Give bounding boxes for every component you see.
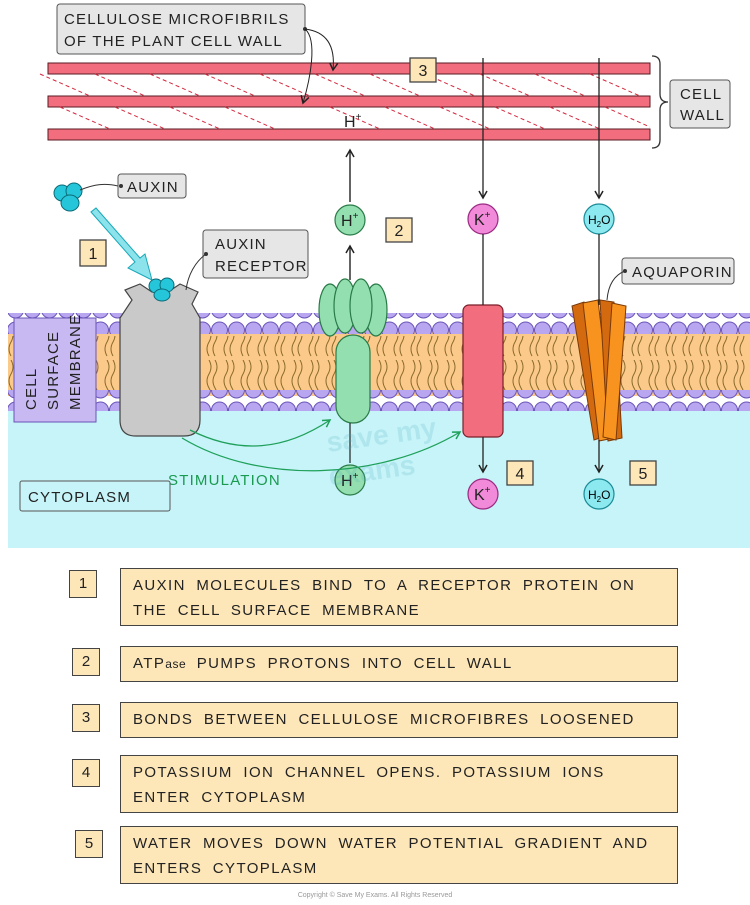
h-ion-top: H+ xyxy=(334,204,366,236)
stimulation-arrow-k-channel xyxy=(181,431,462,472)
cell-wall-brace xyxy=(651,55,669,149)
svg-text:H2O: H2O xyxy=(588,213,610,229)
svg-text:K+: K+ xyxy=(474,485,491,504)
auxin-receptor-label: AUXIN RECEPTOR xyxy=(185,229,309,291)
step-2-text: ATPase PUMPS PROTONS INTO CELL WALL xyxy=(120,646,678,682)
water-molecule-bottom: H2O xyxy=(583,478,615,510)
proton-pump xyxy=(318,278,388,424)
step-5-text: WATER MOVES DOWN WATER POTENTIAL GRADIEN… xyxy=(120,826,678,884)
marker-5: 5 xyxy=(629,460,657,486)
auxin-receptor xyxy=(119,277,201,437)
svg-text:MEMBRANE: MEMBRANE xyxy=(67,314,84,410)
svg-text:K+: K+ xyxy=(474,210,491,229)
svg-text:AUXIN: AUXIN xyxy=(215,236,267,253)
h-ion-wall: H+ xyxy=(344,112,362,131)
cell-wall-fibrils xyxy=(39,62,651,141)
marker-2: 2 xyxy=(385,217,413,243)
svg-text:2: 2 xyxy=(395,223,404,240)
cell-wall-label: CELL WALL xyxy=(669,79,731,129)
step-3-number: 3 xyxy=(72,704,100,732)
svg-text:H+: H+ xyxy=(341,211,359,230)
step-1-text: AUXIN MOLECULES BIND TO A RECEPTOR PROTE… xyxy=(120,568,678,626)
stimulation-arrow-pump xyxy=(189,419,332,447)
h-ion-bottom: H+ xyxy=(334,464,366,496)
marker-4: 4 xyxy=(506,460,534,486)
auxin-binding-arrow xyxy=(90,207,153,281)
svg-text:AUXIN: AUXIN xyxy=(127,179,179,196)
auxin-label: AUXIN xyxy=(117,173,187,199)
svg-text:CELL: CELL xyxy=(23,368,40,410)
svg-text:4: 4 xyxy=(516,466,525,483)
cellulose-label: CELLULOSE MICROFIBRILS OF THE PLANT CELL… xyxy=(56,3,339,105)
svg-text:H+: H+ xyxy=(341,471,359,490)
marker-3: 3 xyxy=(409,57,437,83)
stimulation-label: STIMULATION xyxy=(168,472,281,489)
cellulose-label-line2: OF THE PLANT CELL WALL xyxy=(64,33,283,50)
copyright: Copyright © Save My Exams. All Rights Re… xyxy=(297,892,453,899)
step-2-number: 2 xyxy=(72,648,100,676)
svg-text:3: 3 xyxy=(419,63,428,80)
potassium-channel xyxy=(462,304,504,438)
marker-1: 1 xyxy=(79,239,107,267)
k-ion-bottom: K+ xyxy=(467,478,499,510)
svg-text:H2O: H2O xyxy=(588,488,610,504)
svg-text:5: 5 xyxy=(639,466,648,483)
svg-text:AQUAPORIN: AQUAPORIN xyxy=(632,264,733,281)
step-4-text: POTASSIUM ION CHANNEL OPENS. POTASSIUM I… xyxy=(120,755,678,813)
svg-text:RECEPTOR: RECEPTOR xyxy=(215,258,308,275)
step-3-text: BONDS BETWEEN CELLULOSE MICROFIBRES LOOS… xyxy=(120,702,678,738)
cell-wall-label-line1: CELL xyxy=(680,86,722,103)
auxin-molecule xyxy=(53,182,83,212)
aquaporin-label: AQUAPORIN xyxy=(606,257,735,301)
cell-wall-label-line2: WALL xyxy=(680,107,725,124)
aquaporin xyxy=(571,299,627,442)
step-1-number: 1 xyxy=(69,570,97,598)
k-ion-top: K+ xyxy=(467,203,499,235)
cell-surface-membrane-label: CELL SURFACE MEMBRANE xyxy=(13,314,97,423)
svg-text:CYTOPLASM: CYTOPLASM xyxy=(28,489,131,506)
svg-text:1: 1 xyxy=(89,246,98,263)
step-4-number: 4 xyxy=(72,759,100,787)
water-molecule-top: H2O xyxy=(583,203,615,235)
cytoplasm-label: CYTOPLASM xyxy=(19,480,171,512)
step-5-number: 5 xyxy=(75,830,103,858)
auxin-diagram: CELL WALL CELLULOSE MICROFIBRILS OF THE … xyxy=(8,3,750,548)
cellulose-label-line1: CELLULOSE MICROFIBRILS xyxy=(64,11,290,28)
svg-text:SURFACE: SURFACE xyxy=(45,331,62,410)
